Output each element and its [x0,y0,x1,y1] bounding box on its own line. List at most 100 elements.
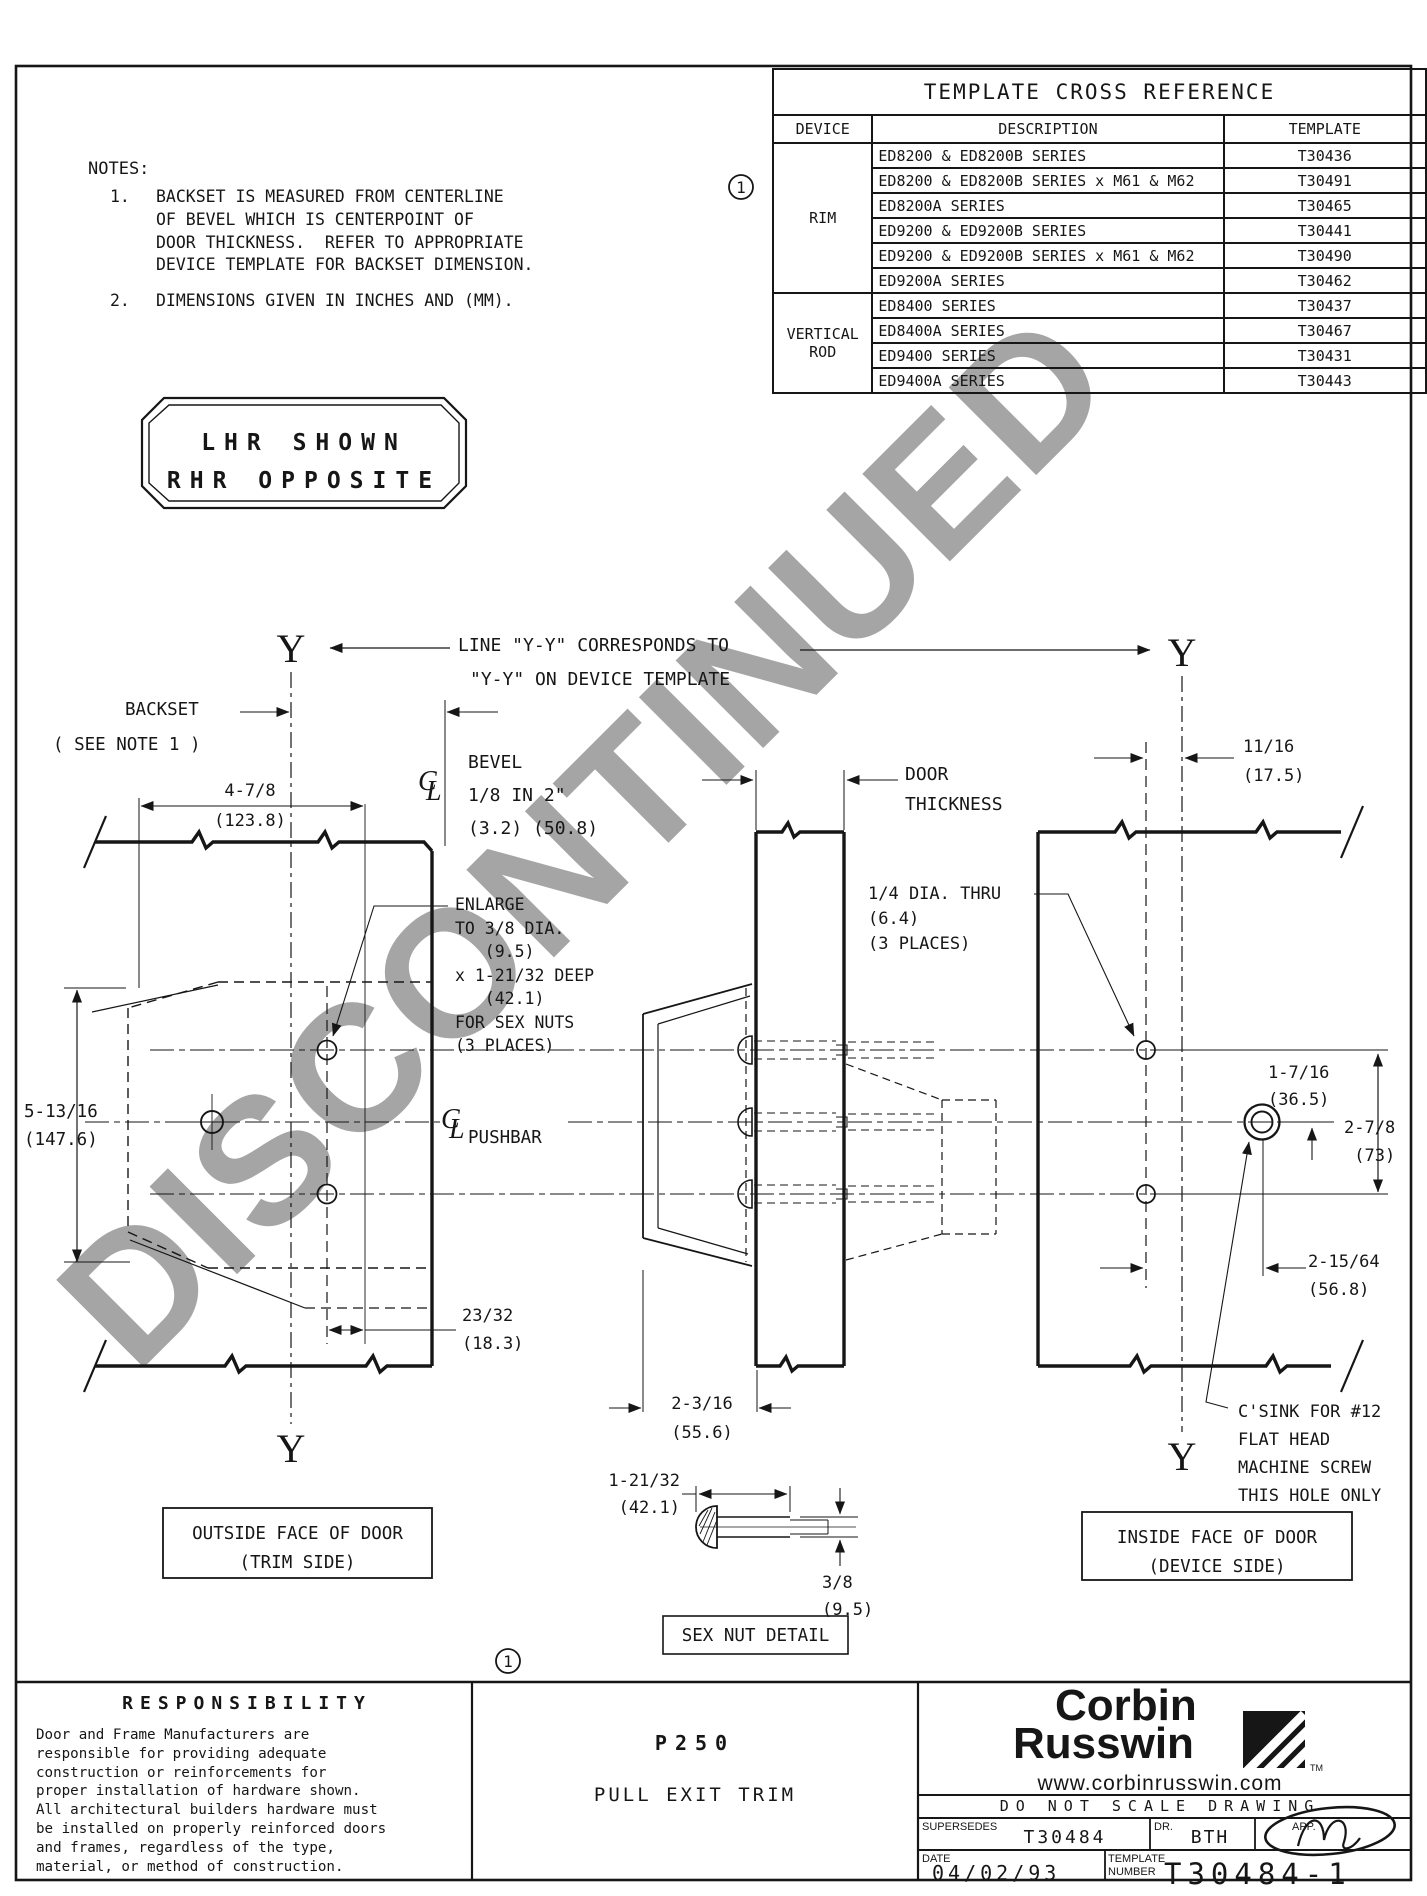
dim-2-15-64-label: 2-15/64 (56.8) [1308,1252,1380,1300]
responsibility-body: Door and Frame Manufacturers are respons… [36,1727,387,1875]
enlarge-note: ENLARGE TO 3/8 DIA. (9.5) x 1-21/32 DEEP… [455,895,595,1055]
svg-text:L: L [448,1114,465,1145]
leader-lines [331,893,1252,1409]
xref-description: ED9200A SERIES [871,267,1225,294]
dim-3-8-label: 3/8 (9.5) [822,1573,874,1620]
handing-box [140,396,468,510]
y-label-bottom-right: Y [1168,1434,1197,1479]
xref-template: T30441 [1222,217,1427,244]
dim-2-3-16-label: 2-3/16 (55.6) [671,1394,733,1443]
xref-template: T30491 [1222,167,1427,194]
grip-hidden-profile [845,1063,997,1261]
y-label-top-right: Y [1168,630,1197,675]
sex-nut-detail-label: SEX NUT DETAIL [681,1626,830,1646]
detail-marker-1-label: 1 [736,178,746,197]
door-edge-section-view [754,819,846,1374]
xref-description: ED9200 & ED9200B SERIES [871,217,1225,244]
product-name: PULL EXIT TRIM [593,1784,797,1806]
svg-text:C: C [418,766,437,797]
approved-label: APP. [1292,1821,1316,1833]
template-number-value: T30484-1 [1164,1857,1352,1891]
detail-marker-1 [495,1648,521,1674]
xref-template: T30467 [1222,317,1427,344]
detail-marker-1-label: 1 [503,1652,513,1671]
sex-nut-detail-drawing [682,1486,858,1566]
svg-text:C: C [441,1104,460,1135]
quarter-dia-note: 1/4 DIA. THRU (6.4) (3 PLACES) [868,884,1002,954]
dimension-lines [64,700,1388,1413]
template-cross-reference-table: TEMPLATE CROSS REFERENCE DEVICE DESCRIPT… [771,68,1427,394]
xref-template: T30437 [1222,292,1427,319]
dim-1-21-32-label: 1-21/32 (42.1) [608,1471,680,1518]
notes-title: NOTES: [88,159,150,179]
dim-4-7-8-label: 4-7/8 [224,781,276,801]
dim-1-7-16-label: 1-7/16 (36.5) [1268,1063,1330,1110]
sex-nut-detail-box [662,1615,849,1655]
xref-template: T30443 [1222,367,1427,394]
brand-russwin: Russwin [1013,1719,1194,1768]
dim-4-7-8-mm: (123.8) [214,811,286,831]
backset-note: ( SEE NOTE 1 ) [53,735,201,755]
trim-hidden-outline [91,981,432,1309]
xref-title: TEMPLATE CROSS REFERENCE [772,68,1427,116]
xref-device-vertical-rod: VERTICAL ROD [771,292,874,394]
brand-corbin: Corbin [1055,1681,1197,1730]
outside-face-box [162,1507,433,1579]
line-yy-text-1: LINE "Y-Y" CORRESPONDS TO [458,635,729,656]
xref-description: ED8200 & ED8200B SERIES x M61 & M62 [871,167,1225,194]
date-value: 04/02/93 [932,1861,1061,1885]
corbin-russwin-logo-mark [1242,1710,1314,1780]
svg-text:L: L [425,776,442,807]
xref-template: T30431 [1222,342,1427,369]
pushbar-label: PUSHBAR [468,1128,542,1148]
inside-face-box [1081,1511,1353,1581]
dim-2-7-8-label: 2-7/8 (73) [1344,1118,1396,1166]
y-label-bottom-left: Y [277,1426,306,1471]
responsibility-title: RESPONSIBILITY [122,1693,372,1714]
xref-description: ED8400 SERIES [871,292,1225,319]
xref-description: ED9400A SERIES [871,367,1225,394]
detail-marker-1 [728,174,754,200]
note-2-text: DIMENSIONS GIVEN IN INCHES AND (MM). [156,291,514,310]
xref-description: ED8200 & ED8200B SERIES [871,142,1225,169]
xref-device-rim: RIM [771,142,874,294]
device-holes [1136,1040,1281,1204]
xref-header-device: DEVICE [771,114,874,144]
trim-side-profile [642,983,753,1267]
sheet-border [14,64,1413,1882]
xref-template: T30462 [1222,267,1427,294]
dim-11-16-label: 11/16 (17.5) [1243,737,1305,786]
handing-line1: LHR SHOWN [201,430,407,456]
supersedes-label: SUPERSEDES [922,1821,998,1833]
dim-23-32-label: 23/32 (18.3) [462,1306,524,1354]
bevel-label: BEVEL 1/8 IN 2" (3.2) (50.8) [468,752,599,839]
centerline-icon: C L [441,1104,465,1145]
trim-holes [186,1039,338,1205]
approval-signature [1264,1805,1396,1857]
backset-label: BACKSET [125,700,199,720]
template-number-label: TEMPLATE NUMBER [1108,1853,1166,1878]
xref-template: T30436 [1222,142,1427,169]
outside-face-label: OUTSIDE FACE OF DOOR (TRIM SIDE) [192,1524,403,1573]
do-not-scale-note: DO NOT SCALE DRAWING [999,1797,1321,1815]
note-item-1: 1. BACKSET IS MEASURED FROM CENTERLINE O… [110,186,534,277]
line-yy-text-2: "Y-Y" ON DEVICE TEMPLATE [470,669,731,690]
note-1-text: BACKSET IS MEASURED FROM CENTERLINE OF B… [156,187,534,275]
handing-line2: RHR OPPOSITE [166,468,442,494]
xref-header-template: TEMPLATE [1222,114,1427,144]
sex-nut-bolts [737,1035,938,1209]
xref-template: T30490 [1222,242,1427,269]
table-row: VERTICAL ROD ED8400 SERIES T30437 [771,292,1427,394]
xref-description: ED9200 & ED9200B SERIES x M61 & M62 [871,242,1225,269]
xref-description: ED8200A SERIES [871,192,1225,219]
drawn-by-value: BTH [1190,1827,1230,1848]
title-block-frame [16,1680,1411,1880]
note-2-number: 2. [110,291,130,310]
